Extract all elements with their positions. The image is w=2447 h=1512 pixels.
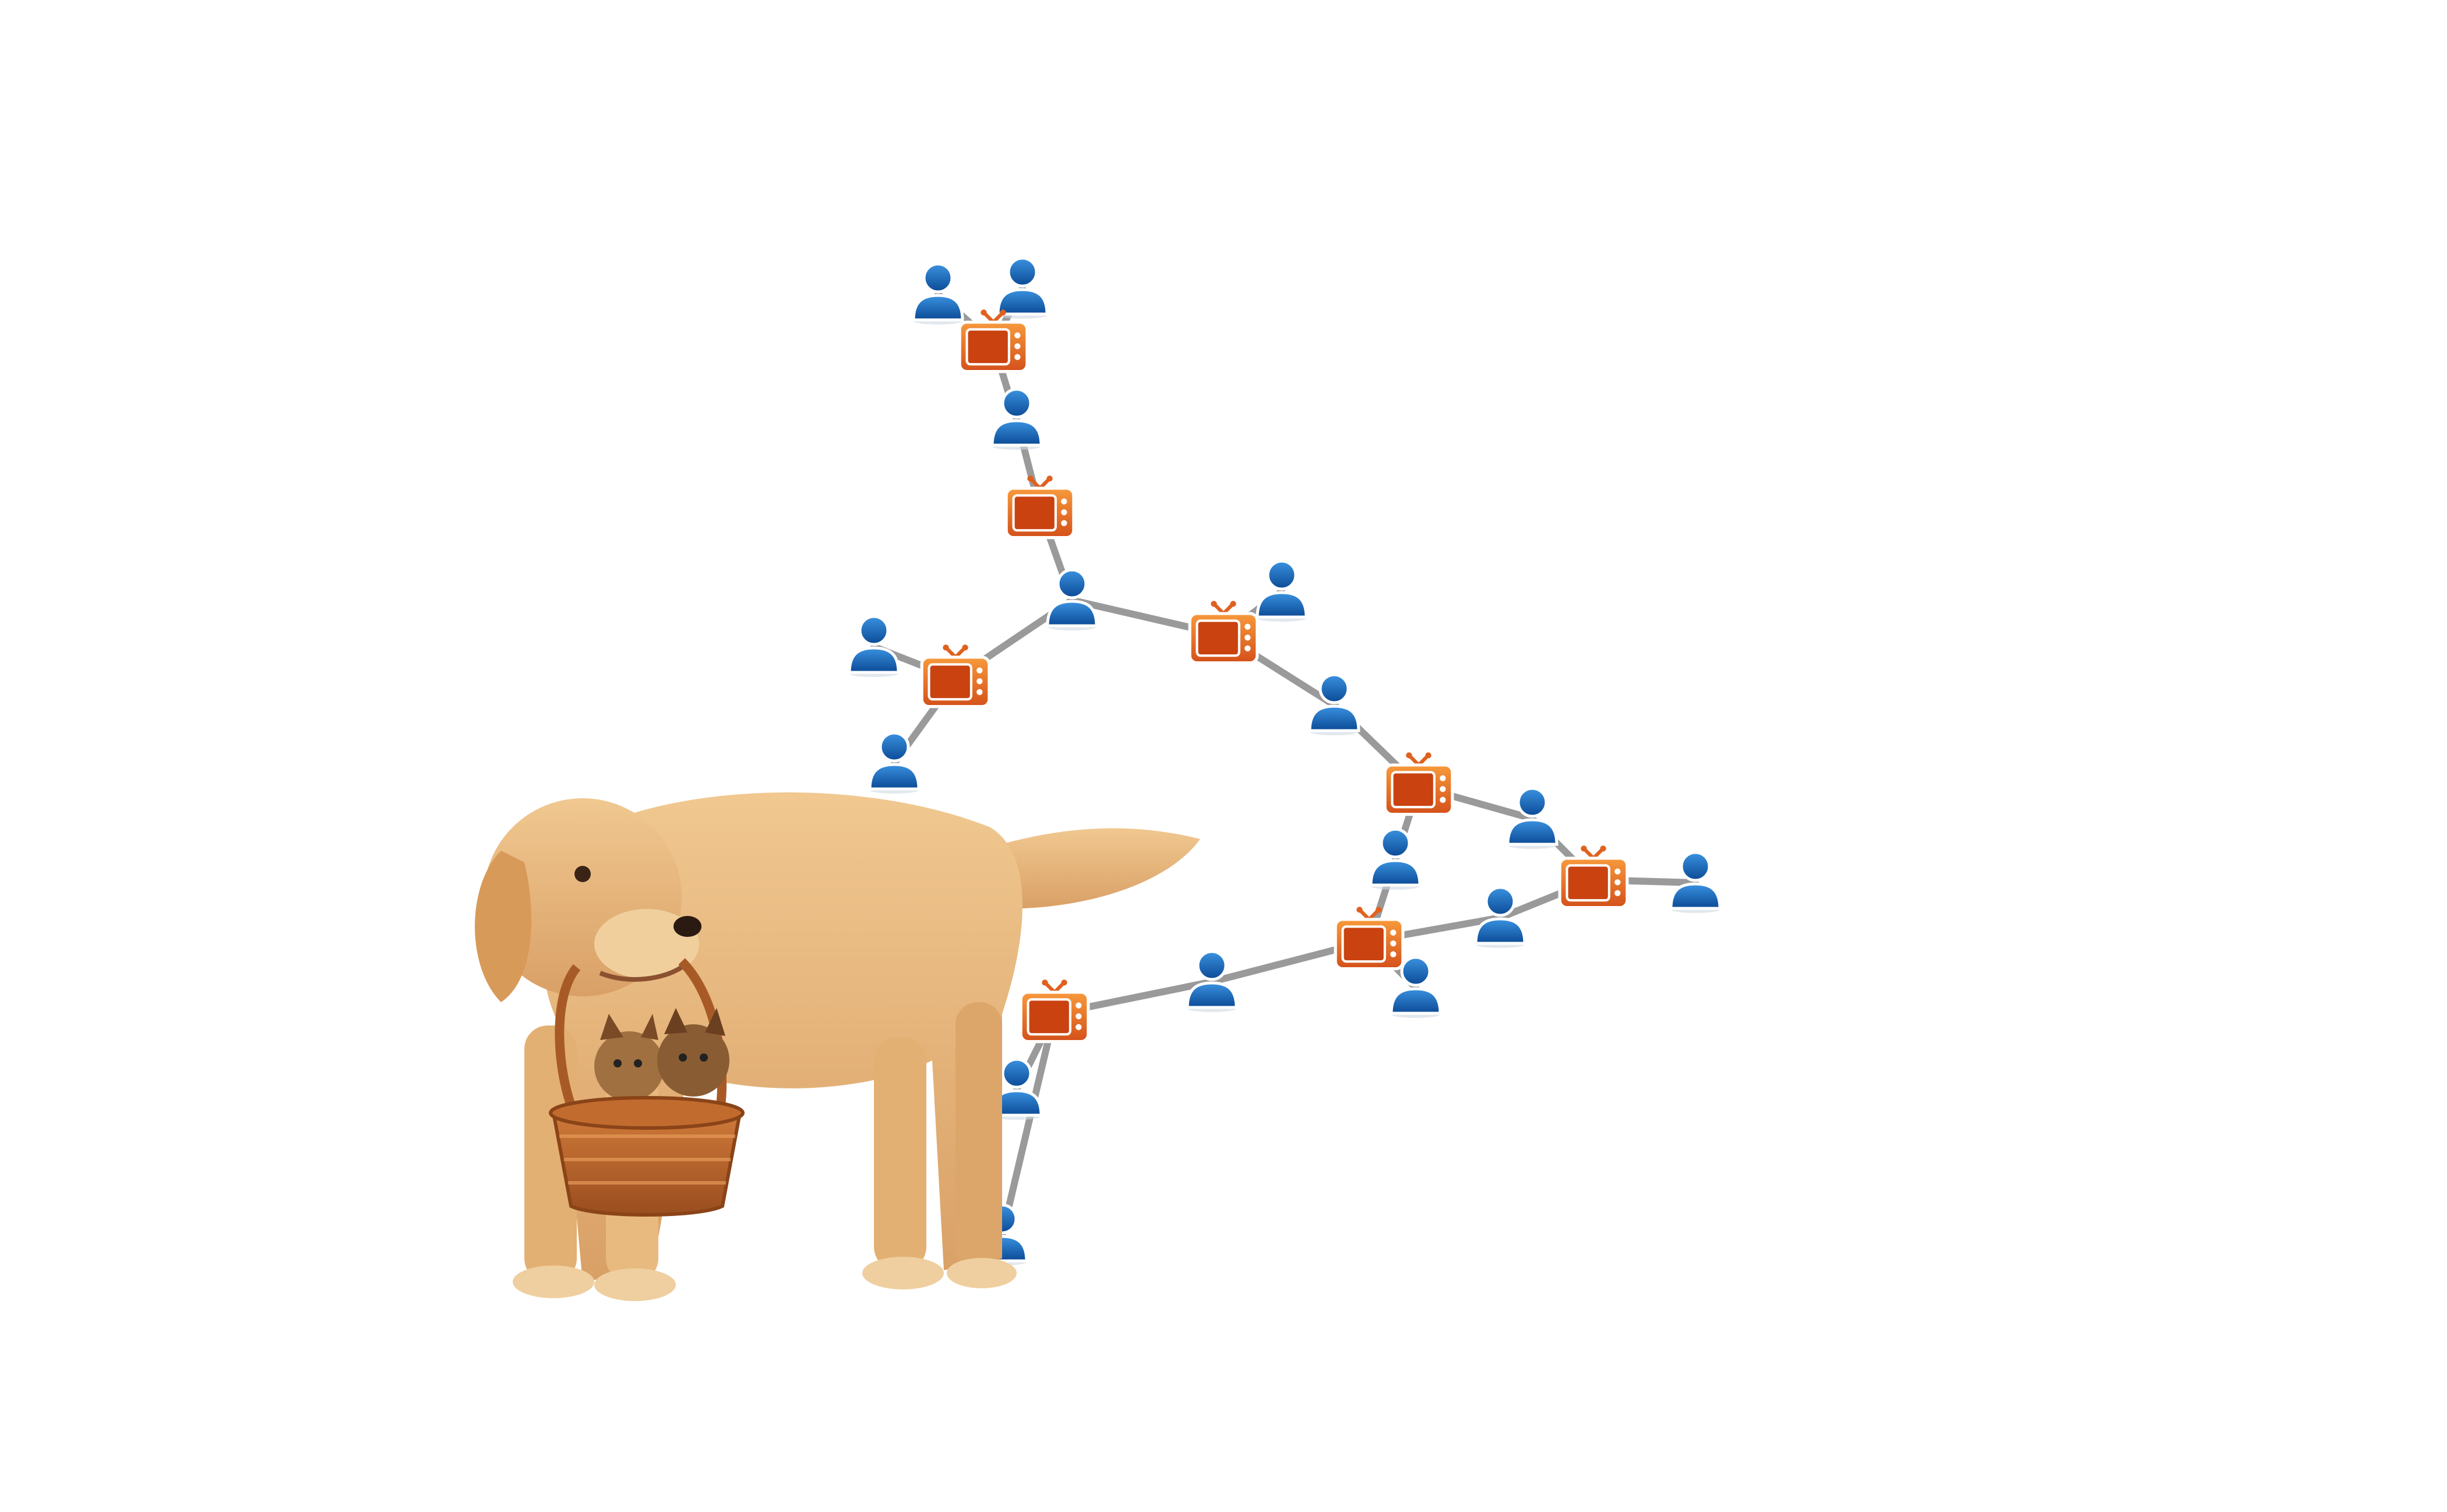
basket-icon — [549, 958, 745, 1217]
kitten-icon — [594, 1008, 729, 1101]
person-icon — [1508, 788, 1557, 849]
person-icon — [992, 389, 1041, 450]
person-icon — [1310, 675, 1359, 735]
tv-icon — [1021, 979, 1088, 1041]
tv-icon — [1190, 601, 1257, 662]
tv-icon — [1006, 475, 1074, 537]
person-icon — [849, 616, 898, 677]
tv-icon — [1335, 907, 1403, 968]
tv-icon — [922, 644, 989, 706]
person-icon — [998, 258, 1047, 319]
person-icon — [914, 264, 962, 325]
dog-icon — [475, 792, 1200, 1301]
person-icon — [1257, 561, 1306, 622]
graph-edge — [999, 1010, 1058, 1239]
person-icon — [1371, 829, 1420, 890]
person-icon — [1048, 570, 1096, 630]
